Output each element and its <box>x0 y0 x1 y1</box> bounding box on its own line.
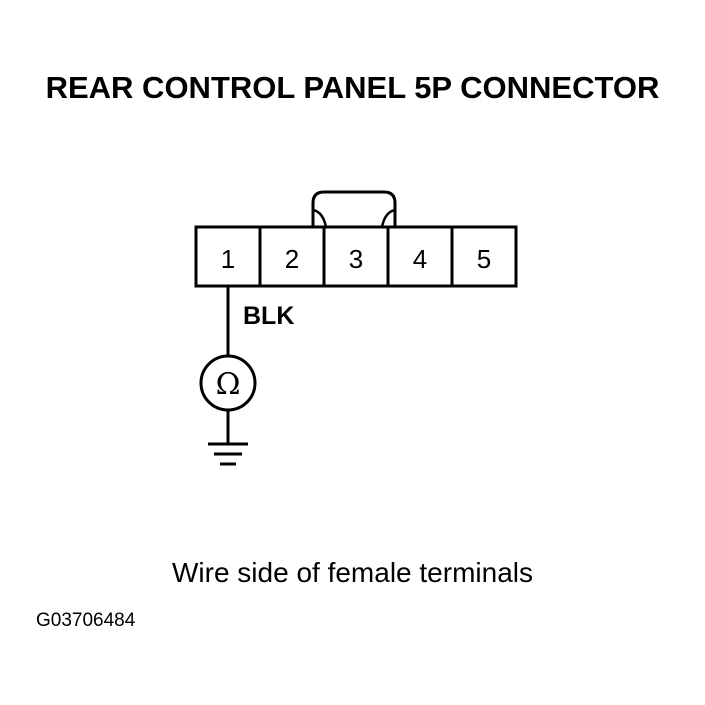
ohm-symbol: Ω <box>216 367 241 402</box>
ohmmeter-icon: Ω <box>199 354 257 412</box>
diagram-caption: Wire side of female terminals <box>171 557 533 588</box>
pin-label-3: 3 <box>349 244 363 274</box>
diagram-title: REAR CONTROL PANEL 5P CONNECTOR <box>45 70 660 105</box>
figure-id: G03706484 <box>36 610 136 631</box>
pin-label-2: 2 <box>285 244 299 274</box>
connector-body <box>194 225 518 288</box>
pin-label-5: 5 <box>477 244 491 274</box>
ground-icon <box>208 442 248 466</box>
connector-lock-tab-shoulder <box>312 208 396 228</box>
wire-color-label: BLK <box>243 302 294 330</box>
pin-label-1: 1 <box>221 244 235 274</box>
connector-lock-tab <box>311 190 397 227</box>
pin-label-4: 4 <box>413 244 427 274</box>
